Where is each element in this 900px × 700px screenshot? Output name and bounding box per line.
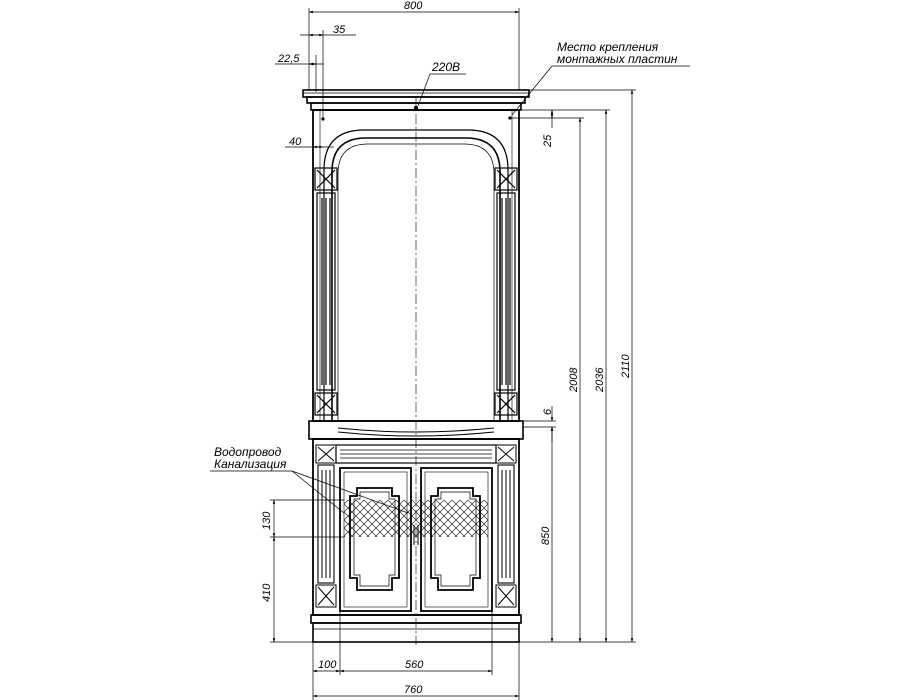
dim-6: 6	[542, 408, 554, 415]
power-outlet-marker	[413, 105, 419, 111]
dim-22-5: 22,5	[277, 53, 300, 65]
dim-2110: 2110	[620, 353, 632, 379]
mirror-arch-inner	[337, 143, 495, 421]
sewerage-label: Канализация	[214, 457, 287, 471]
dim-850: 850	[540, 526, 552, 545]
dim-40: 40	[289, 136, 302, 148]
dim-25: 25	[542, 134, 554, 148]
dim-800: 800	[404, 0, 423, 12]
door-right	[420, 467, 493, 612]
dim-35: 35	[333, 24, 346, 36]
dim-410: 410	[261, 583, 273, 602]
mirror-arch-outer	[323, 129, 509, 421]
mounting-label-line2: монтажных пластин	[557, 52, 678, 66]
mounting-label-line1: Место крепления	[557, 40, 659, 54]
door-left	[339, 467, 412, 612]
dim-560: 560	[405, 659, 424, 671]
water-supply-label: Водопровод	[214, 445, 282, 459]
upper-pilasters	[314, 167, 518, 416]
dim-760: 760	[404, 684, 423, 696]
dim-130: 130	[261, 511, 273, 530]
dimension-lines	[210, 8, 690, 700]
dim-100: 100	[318, 659, 337, 671]
dim-2036: 2036	[594, 367, 606, 393]
dim-2008: 2008	[568, 367, 580, 393]
power-label: 220В	[431, 60, 460, 74]
